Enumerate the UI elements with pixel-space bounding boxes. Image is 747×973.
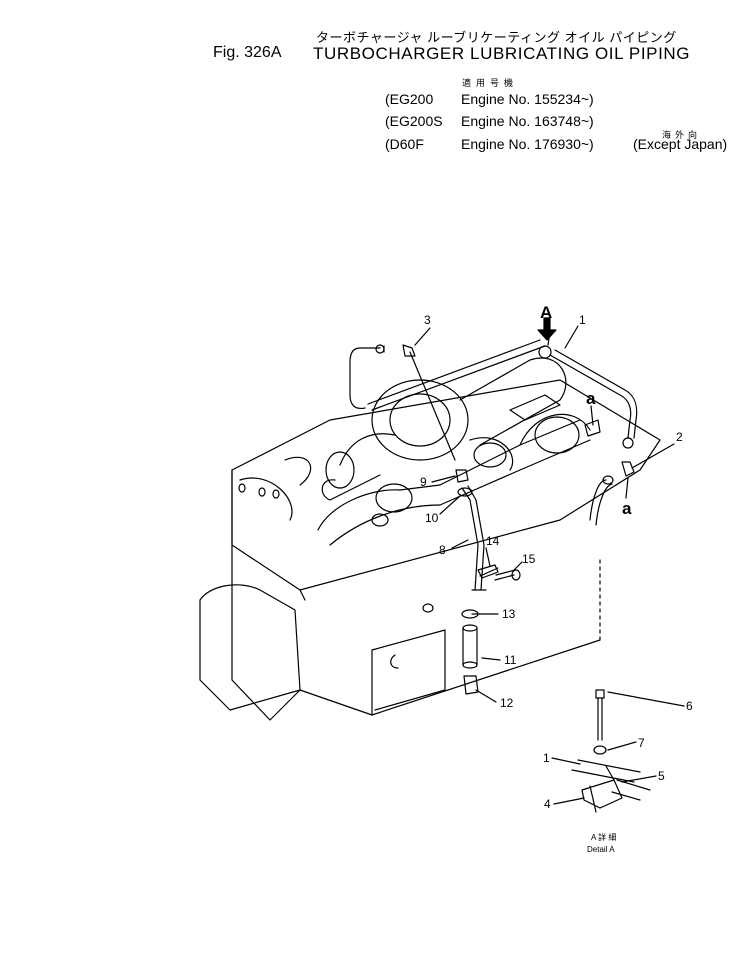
cover-bolt <box>272 489 280 499</box>
callout-15: 15 <box>522 552 536 566</box>
callout-section-a-lower: a <box>622 499 632 518</box>
overseas-label-jp: 海外向 <box>662 130 702 140</box>
engine-block-outline <box>231 379 661 591</box>
applicable-serial-label-jp: 適用号機 <box>462 78 519 88</box>
callout-4: 4 <box>544 797 551 811</box>
oil-inlet-pipe <box>349 347 381 410</box>
cylinder-block <box>231 544 301 721</box>
pipe-connector <box>621 461 635 477</box>
callout-11: 11 <box>504 653 517 667</box>
cover-bolt <box>258 487 266 497</box>
pipe-clamp-view-a <box>538 345 552 359</box>
exhaust-manifold <box>317 419 581 531</box>
detail-a-label-jp: A 詳 細 <box>591 832 616 842</box>
oil-return-pipe <box>461 487 479 591</box>
figure-number: Fig. 326A <box>213 44 282 61</box>
elbow-12 <box>463 675 479 695</box>
lubricating-pipe <box>549 354 632 439</box>
callout-5: 5 <box>658 769 665 783</box>
engine-serial: Engine No. 176930~) <box>461 136 594 152</box>
callout-14: 14 <box>486 534 500 548</box>
model-name: (EG200 <box>385 91 434 107</box>
callout-6: 6 <box>686 699 693 713</box>
view-a-arrow <box>537 317 557 341</box>
title-japanese: ターボチャージャ ルーブリケーティング オイル パイピング <box>316 30 677 45</box>
fitting-9 <box>455 469 469 483</box>
callout-1-detail: 1 <box>543 751 550 765</box>
oil-pan <box>371 629 446 711</box>
hose-11 <box>462 627 478 666</box>
engine-serial: Engine No. 163748~) <box>461 113 594 129</box>
turbocharger-compressor <box>371 379 469 461</box>
callout-view-a: A <box>540 303 552 322</box>
model-name: (D60F <box>385 136 424 152</box>
callout-12: 12 <box>500 696 514 710</box>
except-japan-note: (Except Japan) <box>633 136 728 152</box>
engine-serial: Engine No. 155234~) <box>461 91 594 107</box>
model-name: (EG200S <box>385 113 443 129</box>
callout-8: 8 <box>439 543 446 557</box>
detail-a-bolt <box>595 689 605 699</box>
callout-10: 10 <box>425 511 439 525</box>
detail-a-pipe <box>571 759 641 783</box>
callout-3: 3 <box>424 313 431 327</box>
callout-section-a-upper: a <box>586 389 596 408</box>
detail-a-clamp <box>581 779 623 809</box>
figure-title: TURBOCHARGER LUBRICATING OIL PIPING <box>313 44 691 63</box>
bolt-15 <box>495 569 516 576</box>
callout-2: 2 <box>676 430 683 444</box>
callout-13: 13 <box>502 607 516 621</box>
clamp-14 <box>477 564 499 579</box>
turbine-housing <box>469 437 514 471</box>
cover-bolt <box>238 483 246 493</box>
detail-a-label: Detail A <box>587 845 615 854</box>
callout-1: 1 <box>579 313 586 327</box>
turbocharger-outlet <box>339 433 396 466</box>
callout-9: 9 <box>420 475 427 489</box>
callout-7: 7 <box>638 736 645 750</box>
gasket-10 <box>457 487 473 497</box>
detail-a-washer <box>593 745 607 755</box>
